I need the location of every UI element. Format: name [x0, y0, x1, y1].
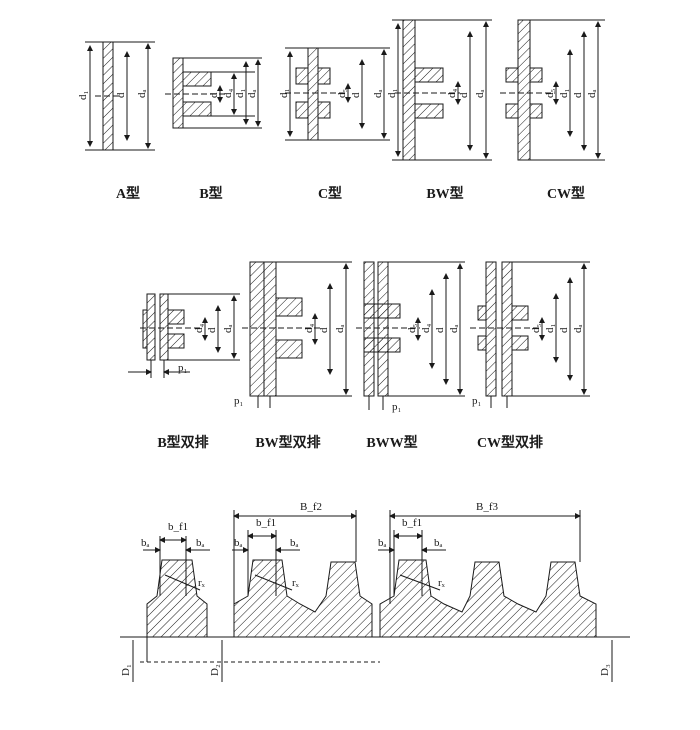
label-type-bw-double: BW型双排 — [255, 434, 320, 451]
type-b-drawing — [165, 57, 262, 129]
tooth-profile-section — [120, 510, 630, 682]
label-type-b: B型 — [199, 185, 222, 202]
dim-d4-b: d₄ — [222, 89, 234, 99]
dim-p1-cwd: p₁ — [472, 395, 482, 407]
dim-p1-bww: p₁ — [392, 401, 402, 413]
dim-d4-bwd: d₄ — [303, 324, 315, 334]
dim-d4-bd: d₄ — [193, 324, 205, 334]
dim-p1-bd: p₁ — [178, 362, 188, 374]
dim-ba-3r: bₐ — [434, 537, 443, 549]
dim-d5-cwd: d₅ — [530, 324, 542, 334]
dim-bf1-3: b_f1 — [402, 517, 422, 529]
dim-d-bwd: d — [318, 327, 330, 333]
dim-da-c: dₐ — [372, 89, 384, 98]
dim-d5-bww: d₅ — [406, 324, 418, 334]
dim-bf1-2: b_f1 — [256, 517, 276, 529]
type-cw-drawing — [500, 19, 605, 161]
dim-d1-cwd: d₁ — [544, 324, 556, 334]
label-type-bw: BW型 — [426, 185, 463, 202]
dim-d-bww: d — [434, 327, 446, 333]
dim-bf1-1: b_f1 — [168, 521, 188, 533]
dim-da-bwd: dₐ — [334, 324, 346, 333]
dim-da-a: dₐ — [136, 89, 148, 98]
label-type-c: C型 — [318, 185, 342, 202]
dim-da-bw: dₐ — [474, 89, 486, 98]
type-bww-drawing — [356, 261, 465, 410]
dim-d4-bww: d₄ — [420, 324, 432, 334]
dim-d-b: d — [208, 92, 220, 98]
dim-rx-3: rₓ — [438, 577, 446, 589]
dim-rx-1: rₓ — [198, 577, 206, 589]
dim-D2: D₂ — [209, 664, 221, 676]
dim-d-a: d — [115, 92, 127, 98]
dim-d-c: d — [350, 92, 362, 98]
dim-d1-cw: d₁ — [558, 89, 570, 99]
label-type-cw-double: CW型双排 — [477, 434, 543, 451]
type-cw-double-drawing — [470, 261, 590, 408]
dim-D3: D₃ — [599, 664, 611, 676]
dim-da-bd: dₐ — [222, 324, 234, 333]
dim-d4-bw: d₄ — [446, 89, 458, 99]
label-type-bww: BWW型 — [366, 434, 417, 451]
dim-da-cwd: dₐ — [572, 324, 584, 333]
dim-d-bw: d — [458, 92, 470, 98]
label-type-a: A型 — [116, 185, 140, 202]
dim-d-bd: d — [206, 327, 218, 333]
dim-d-cw: d — [572, 92, 584, 98]
dim-d1-a: d₁ — [77, 91, 89, 101]
label-type-cw: CW型 — [547, 185, 585, 202]
dim-d5-cw: d₅ — [544, 89, 556, 99]
dim-ba-1l: bₐ — [141, 537, 150, 549]
type-c-drawing — [285, 47, 390, 141]
dim-d1-bw: d₁ — [386, 89, 398, 99]
dim-p1-bwd: p₁ — [234, 395, 244, 407]
dim-bf3: B_f3 — [476, 501, 499, 513]
type-bw-drawing — [392, 19, 492, 161]
label-type-b-double: B型双排 — [157, 434, 208, 451]
dim-D1: D₁ — [120, 664, 132, 676]
dim-ba-1r: bₐ — [196, 537, 205, 549]
dim-bf2: B_f2 — [300, 501, 322, 513]
dim-rx-2: rₓ — [292, 577, 300, 589]
dim-d1-c: d₁ — [278, 89, 290, 99]
type-b-double-drawing — [128, 293, 240, 378]
dim-d5-c: d₅ — [336, 89, 348, 99]
dim-d1-b: d₁ — [234, 89, 246, 99]
dim-ba-3l: bₐ — [378, 537, 387, 549]
dim-da-b: dₐ — [246, 89, 258, 98]
dim-da-cw: dₐ — [586, 89, 598, 98]
dim-ba-2l: bₐ — [234, 537, 243, 549]
dim-da-bww: dₐ — [448, 324, 460, 333]
dim-d-cwd: d — [558, 327, 570, 333]
dim-ba-2r: bₐ — [290, 537, 299, 549]
type-bw-double-drawing — [242, 261, 352, 408]
type-a-drawing — [85, 41, 155, 151]
